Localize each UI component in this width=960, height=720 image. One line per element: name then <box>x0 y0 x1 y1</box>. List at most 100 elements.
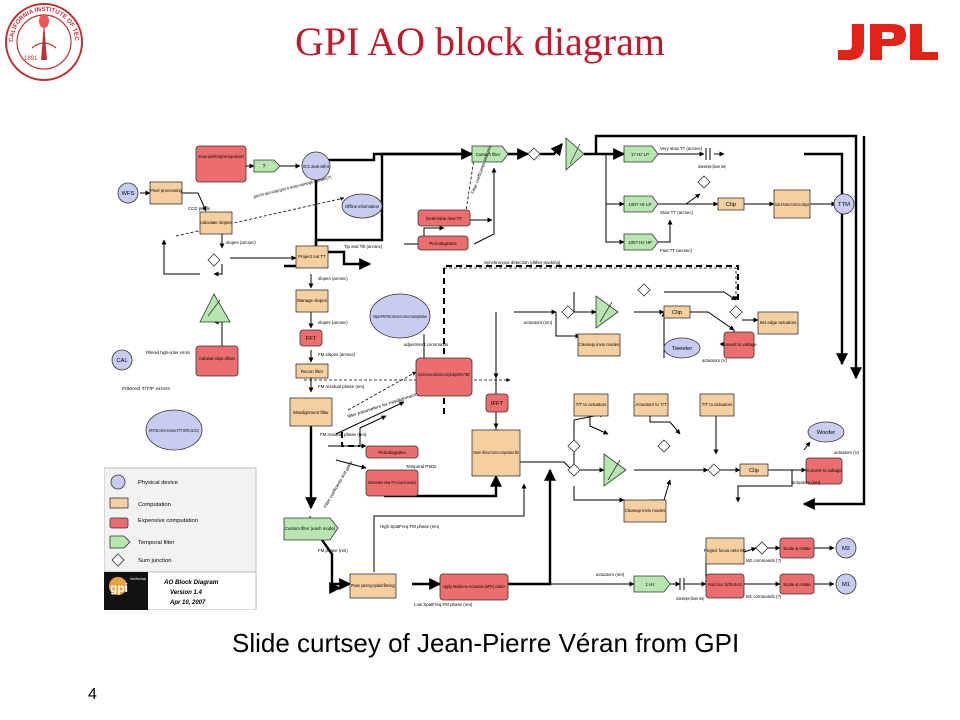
fast-tt-label: Fast TT (arcsec) <box>660 248 693 253</box>
clip-woofer-label: Clip <box>749 468 759 474</box>
project-out-tt-label: Project out TT <box>298 254 326 259</box>
woofer-label: Woofer <box>817 430 836 436</box>
misalignment-filter-label: Misalignment filter <box>293 410 329 415</box>
legend-swatch-sum <box>111 553 125 567</box>
legend-swatch-computation <box>109 497 129 509</box>
calculate-slopes-node <box>199 211 233 235</box>
diagram-version: Version 1.4 <box>170 590 202 596</box>
periodograms-top-node <box>417 235 469 251</box>
fm-phase-label: FM phase (nm) <box>318 548 348 553</box>
sum-junction-top-1 <box>527 147 541 161</box>
legend-sum-label: Sum junction <box>138 558 172 564</box>
page-number: 4 <box>88 686 97 703</box>
slopes-arcsec-label: slopes (arcsec) <box>226 240 256 245</box>
legend-swatch-temporal <box>109 535 131 549</box>
scale-rotate-m1-node <box>779 573 815 595</box>
offline-information-label: Offline information <box>345 204 380 209</box>
sync-detection-label: Synchronous detection unit (all algorith… <box>418 372 470 377</box>
tweeter-influence-label: Tweeter influence function compensation … <box>473 450 519 455</box>
fm-slopes-label: FM slopes (arcsec) <box>318 352 356 357</box>
gpi-logo-sub: Gemini Planet Imager <box>130 576 146 581</box>
apply-mta-label: Apply Modes-to-Actuators (MTA) matrix <box>443 584 506 589</box>
adjust-wfs-label: Adjust WFS P&C mirrors to correct misreg… <box>373 314 427 319</box>
determine-tfs-node <box>365 469 419 497</box>
hz1-label: 1 Hz <box>645 582 654 587</box>
integrator-wo-node <box>603 453 627 487</box>
project-m1-node <box>705 573 745 599</box>
calc-slope-offsets-label: Calculate slope offsets <box>199 356 236 361</box>
actuators-nm2-label: actuators (nm) <box>792 480 821 485</box>
wfs-node <box>117 182 139 204</box>
clip-tweeter-label: Clip <box>672 310 682 316</box>
scale-rotate-tt-node <box>773 189 811 219</box>
ttm-label: TTM <box>838 202 850 208</box>
slopes-arcsec2-label: slopes (arcsec) <box>318 276 348 281</box>
legend-temporal-label: Temporal filter <box>138 540 174 546</box>
m1-node <box>835 573 857 595</box>
sync-detection-node <box>415 357 473 397</box>
phase-parsing-node <box>349 573 397 599</box>
tweeter-label: Tweeter <box>672 346 693 352</box>
project-out-tt-node <box>295 245 329 269</box>
cleanup-invis-bot-node <box>623 499 667 523</box>
adjustment-commands-label: adjustment commands <box>404 342 449 347</box>
act-to-tt-label: Actuators to T/T <box>635 402 666 407</box>
misalignment-filter-node <box>289 397 333 427</box>
clip-tt-node <box>717 197 745 211</box>
project-focus-node <box>705 537 745 565</box>
downsample-blower2-label: downsample (blower rate) <box>676 596 704 601</box>
cleanup-invis-top-node <box>577 333 621 357</box>
sum-junction-wo-1 <box>567 439 581 453</box>
gpi-logo-mark <box>109 577 127 595</box>
telescope-pupil-label: Telescope pupil-WFS alignment (edge dete… <box>198 154 244 159</box>
tt-lp-node <box>623 145 659 163</box>
periodograms-top-label: Periodograms <box>429 241 457 246</box>
woofer-node <box>807 421 845 443</box>
convert-voltage-tw-node <box>723 331 755 359</box>
clip-tweeter-node <box>663 305 691 319</box>
scale-rotate-m1-label: Scale & rotate <box>783 582 811 587</box>
set-edge-node <box>757 311 799 335</box>
sum-junction-tw-1 <box>561 305 575 319</box>
dither-tracking-loop <box>443 265 739 414</box>
custom-filter-bot-label: Custom filter (each mode) <box>285 526 336 531</box>
sum-junction-wo-4 <box>707 463 721 477</box>
scale-rotate-m2-node <box>779 537 815 559</box>
fft-label: FFT <box>306 336 317 342</box>
scale-rotate-tt-label: Scale & Rotate & Convert to voltages <box>775 202 809 207</box>
telescope-pupil-node <box>195 145 247 183</box>
sum-junction-tw-3 <box>729 305 743 319</box>
sync-detection-dither-label: Synchronous detection (dither tracking) <box>484 260 561 265</box>
hz100-lp-label: 100? Hz LP <box>629 202 652 207</box>
gpi-logo-text: gpi <box>110 581 128 595</box>
filtered-high-label: Filtered high-order errors <box>146 350 191 355</box>
unknown-filter-label: ? <box>262 164 266 170</box>
hz100-hp-label: 100? Hz HP <box>628 240 652 245</box>
filter-params-note: filter parameters for misalignment <box>347 392 418 419</box>
ifft-label: IFFT <box>491 401 504 407</box>
determine-tf-label: Determine new TF <box>426 216 462 221</box>
scale-rotate-m2-label: Scale & rotate <box>783 546 811 551</box>
pixel-processing-label: Pixel processing <box>150 188 183 193</box>
sum-junction-m2 <box>755 541 769 555</box>
convert-voltage-wo-label: Convert to voltage <box>806 468 842 473</box>
offline-information-node <box>341 193 383 219</box>
custom-filter-top-node <box>471 145 509 163</box>
recon-filter-node <box>295 363 329 379</box>
m2-label: M2 <box>842 546 850 552</box>
convert-voltage-wo-node <box>805 457 843 485</box>
recon-filter-label: Recon filter <box>301 369 324 374</box>
determine-tfs-label: Determine new TFs (each mode) <box>368 480 416 485</box>
m1-label: M1 <box>842 582 850 588</box>
gpi-ao-block-diagram: .pd { fill:#c8cdf0; stroke:#333; stroke-… <box>104 134 866 610</box>
sum-junction-tw-2 <box>637 283 651 297</box>
slide-caption: Slide curtsey of Jean-Pierre Véran from … <box>232 628 740 658</box>
slow-tt-label: Slow TT (arcsec) <box>660 210 694 215</box>
calculate-slopes-label: calculate slopes <box>200 220 232 225</box>
tt-to-act-right-node <box>699 393 735 417</box>
legend: Physical device Computation Expensive co… <box>104 467 257 610</box>
slopes-arcsec3-label: slopes (arcsec) <box>318 320 348 325</box>
jpl-logo <box>838 24 938 60</box>
sum-junction-tt <box>697 175 711 189</box>
project-m1-label: Project focus, Tip/Tilt onto M1 <box>708 582 742 587</box>
